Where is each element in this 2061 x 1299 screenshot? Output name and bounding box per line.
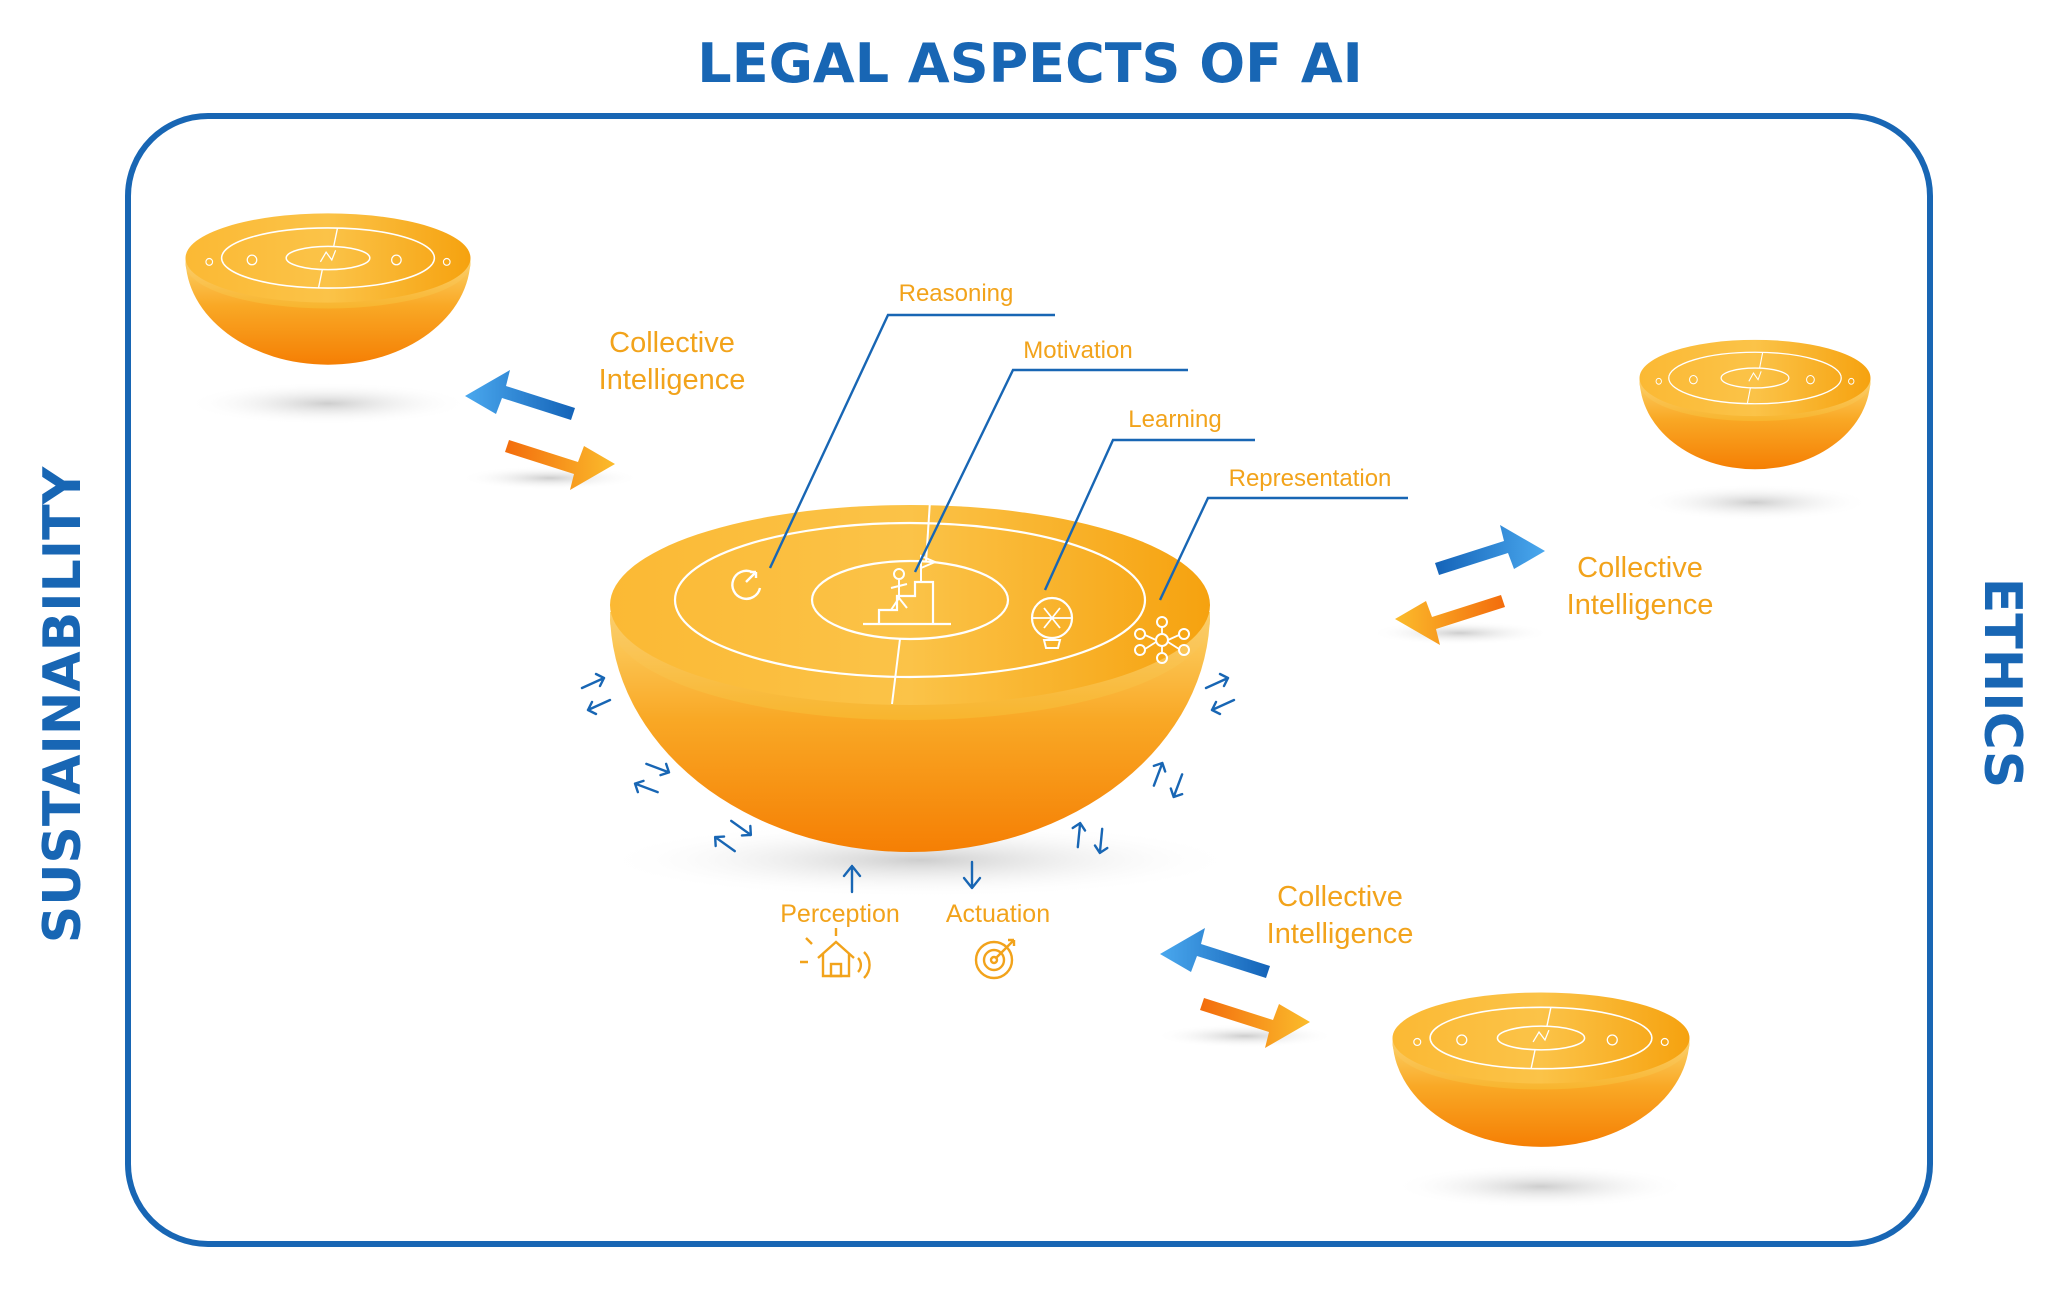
agent-bowl-bottom-right	[1391, 991, 1691, 1210]
page-title: LEGAL ASPECTS OF AI	[697, 32, 1362, 95]
collective-label-right: Collective Intelligence	[1567, 552, 1714, 621]
perception-arrow	[842, 864, 862, 894]
collective-line1: Collective	[1277, 881, 1403, 913]
agent-bowl-right	[1638, 339, 1872, 522]
perception-icon	[800, 928, 871, 979]
reasoning-icon	[731, 569, 762, 601]
exchange-arrows-right	[1370, 525, 1550, 645]
collective-line2: Intelligence	[599, 364, 746, 396]
collective-label-bottom: Collective Intelligence	[1267, 881, 1414, 950]
reasoning-label: Reasoning	[899, 280, 1014, 307]
learning-callout-line	[1043, 438, 1255, 591]
motivation-callout-line	[913, 368, 1188, 573]
collective-line1: Collective	[1577, 552, 1703, 584]
representation-icon	[1134, 616, 1190, 664]
collective-label-top-left: Collective Intelligence	[599, 327, 746, 396]
collective-line2: Intelligence	[1267, 918, 1414, 950]
collective-line2: Intelligence	[1567, 589, 1714, 621]
representation-label: Representation	[1229, 465, 1392, 492]
agent-bowl-top-left	[184, 212, 472, 426]
actuation-arrow	[962, 860, 982, 890]
main-agent-bowl	[600, 500, 1240, 898]
representation-callout-line	[1158, 496, 1408, 601]
learning-label: Learning	[1128, 406, 1221, 433]
reasoning-callout-line	[768, 313, 1055, 569]
motivation-icon	[863, 554, 951, 626]
collective-line1: Collective	[609, 327, 735, 359]
learning-icon	[1030, 596, 1074, 649]
frame-border	[125, 113, 1933, 1247]
perception-label: Perception	[780, 900, 900, 928]
ethics-label: ETHICS	[1972, 578, 2032, 788]
sustainability-label: SUSTAINABILITY	[33, 465, 93, 943]
callout-lines	[768, 313, 1408, 601]
actuation-label: Actuation	[946, 900, 1050, 928]
actuation-icon	[974, 938, 1016, 980]
motivation-label: Motivation	[1023, 337, 1132, 364]
